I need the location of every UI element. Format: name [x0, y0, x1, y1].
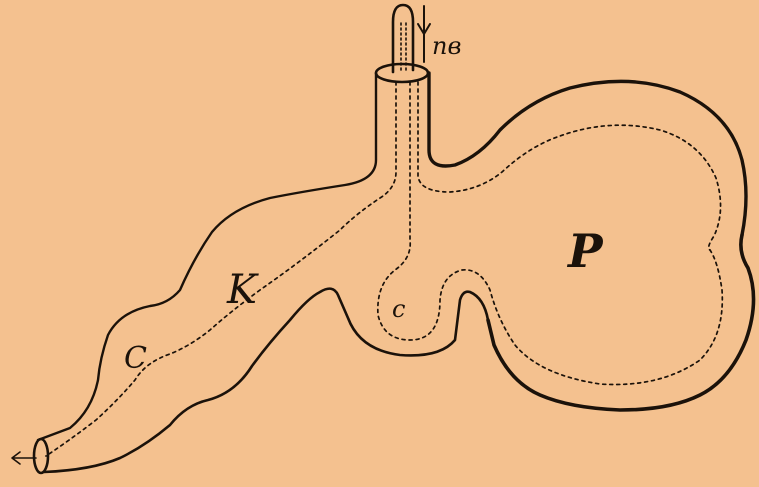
- arrow-left: [11, 451, 37, 465]
- lower-left-outline: [42, 287, 490, 474]
- label-K: K: [227, 267, 257, 313]
- label-P: P: [568, 224, 603, 278]
- label-c: c: [392, 295, 406, 323]
- top-opening: [374, 62, 430, 84]
- inner-dotted-cavity: [376, 81, 724, 386]
- right-lower-outline: [486, 233, 756, 412]
- left-opening: [32, 437, 50, 475]
- tube-tip-outline: [391, 3, 415, 74]
- label-nv: nв: [432, 32, 462, 60]
- label-C: C: [124, 341, 147, 376]
- inner-dotted-lobe: [417, 81, 722, 251]
- right-upper-outline: [427, 71, 748, 237]
- tube-tip-dotted: [400, 19, 407, 71]
- upper-left-outline: [36, 71, 378, 442]
- arrow-nv: [417, 5, 431, 63]
- inner-dotted-channel: [45, 81, 397, 457]
